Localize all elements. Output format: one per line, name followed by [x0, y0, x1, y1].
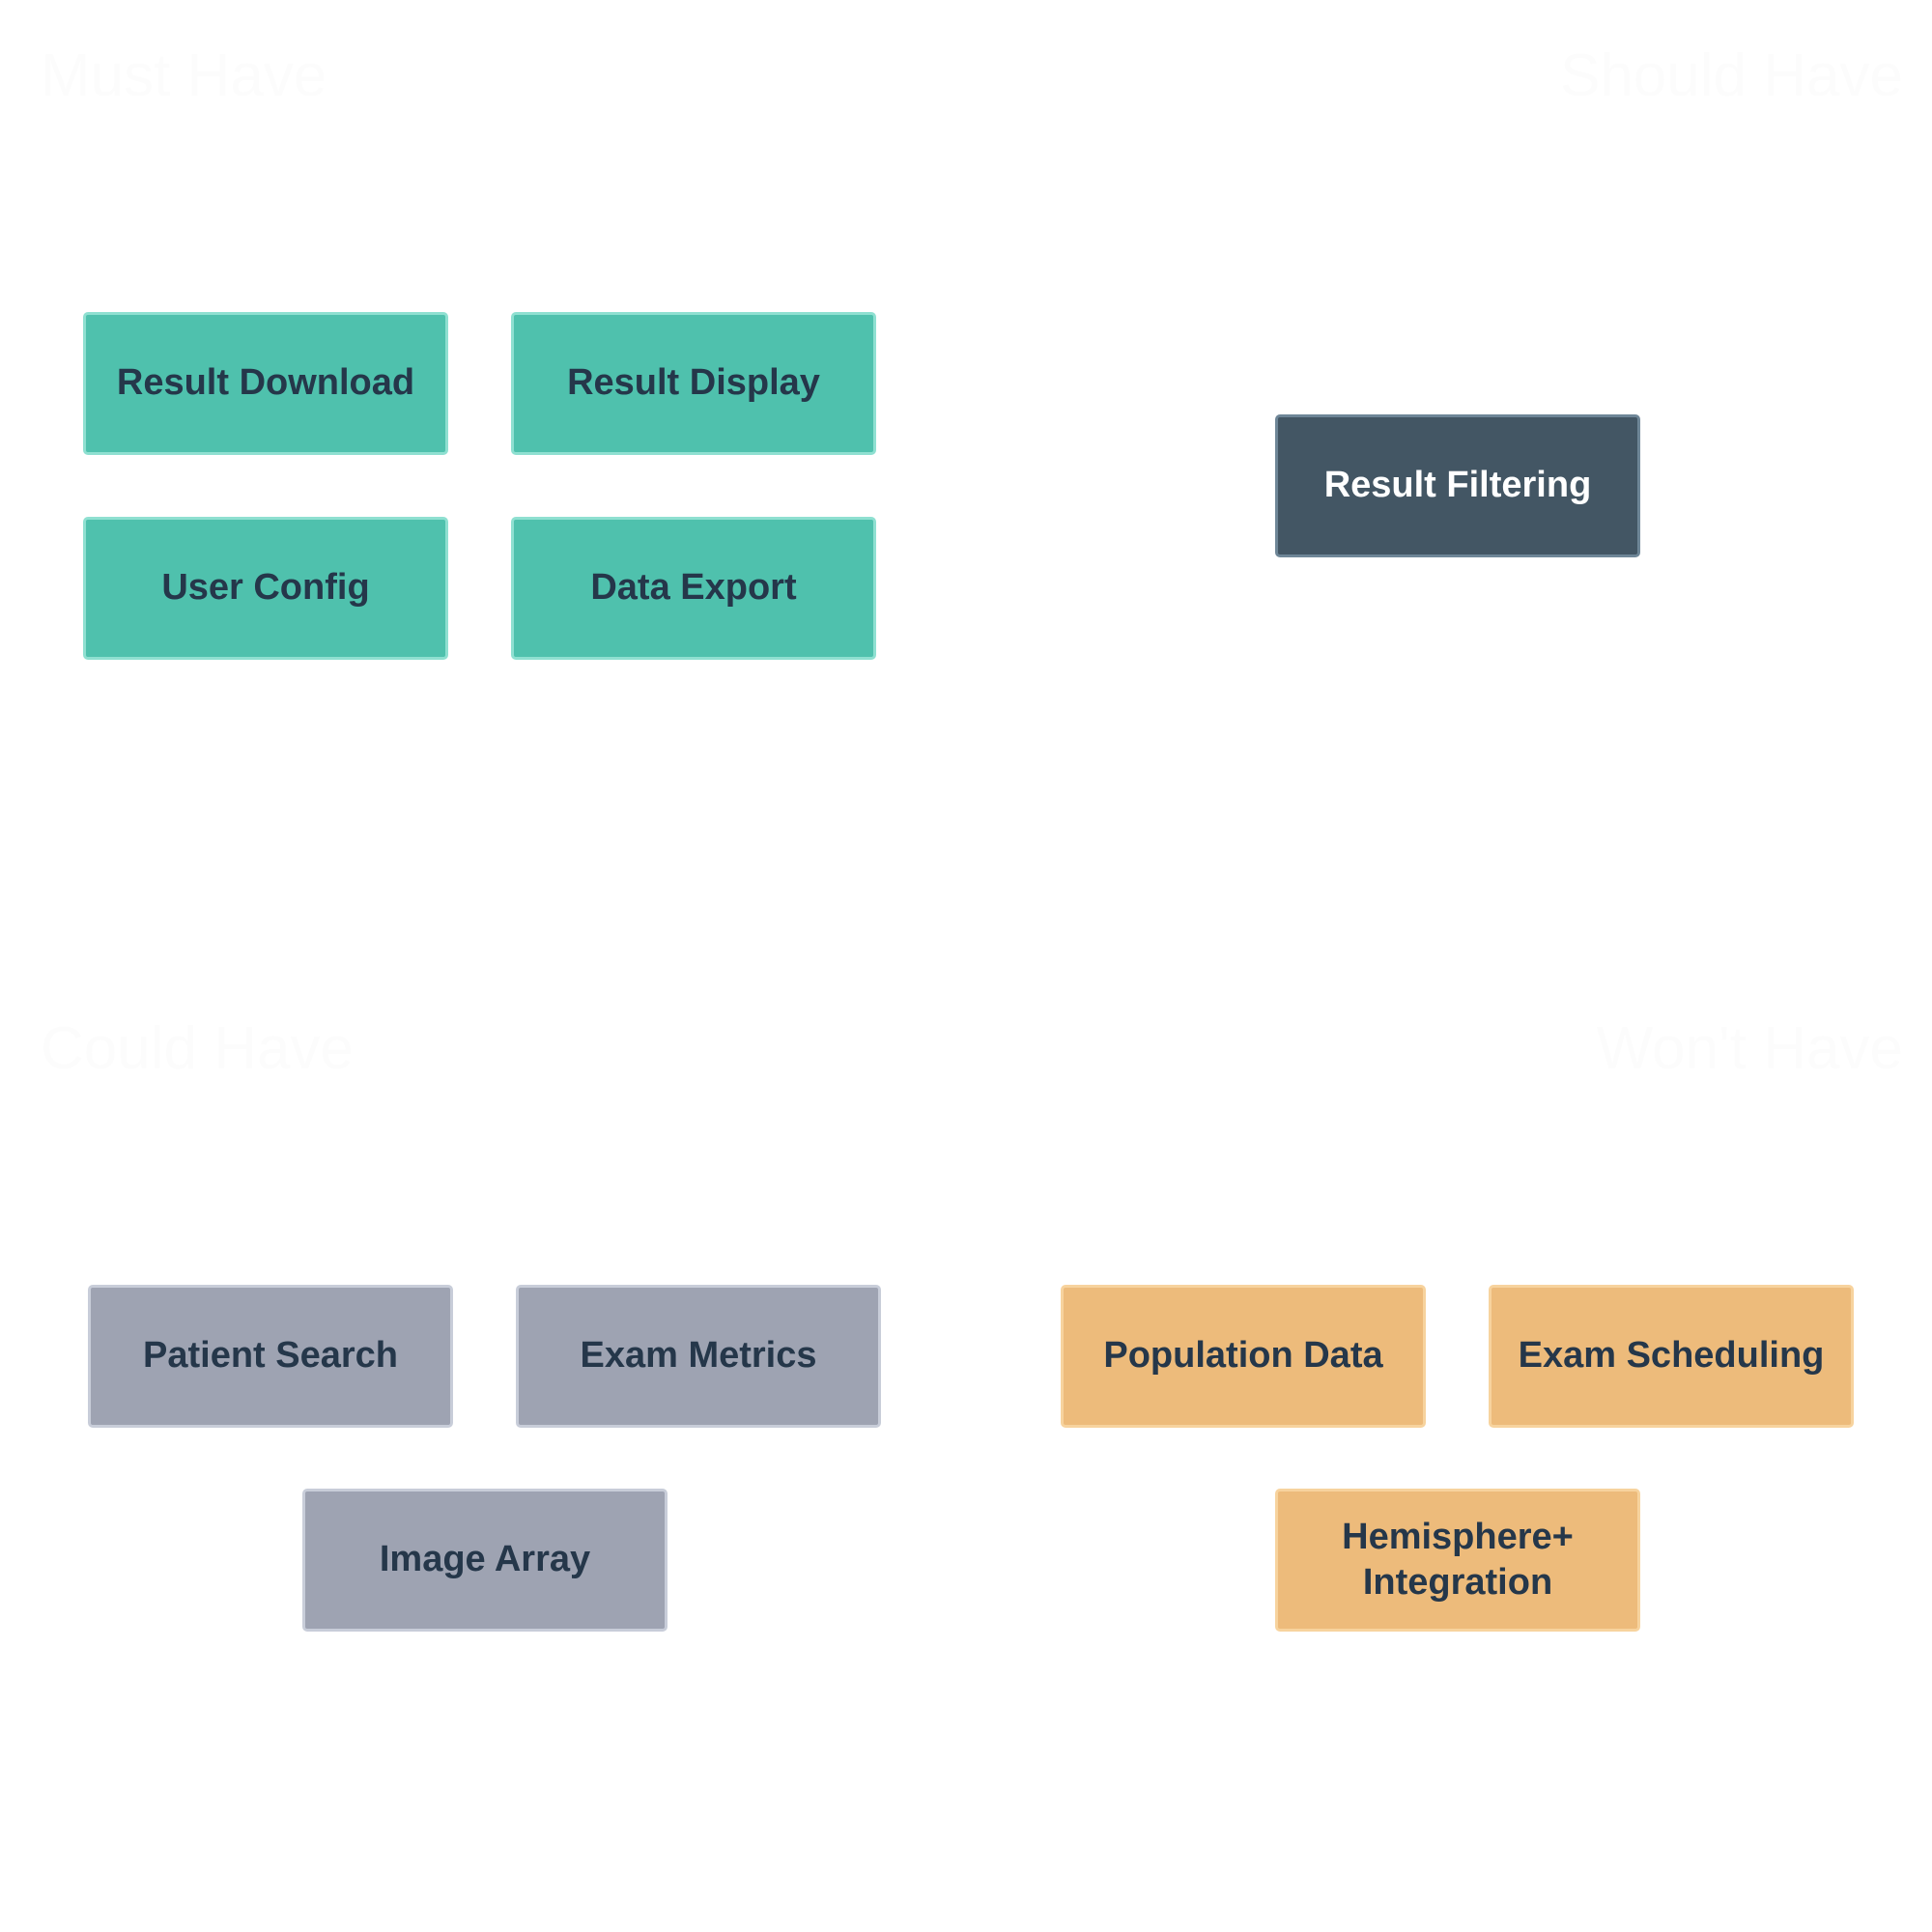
card-label: Data Export: [590, 567, 797, 609]
must-have-heading: Must Have: [41, 43, 327, 109]
card-label: Population Data: [1103, 1335, 1383, 1377]
card-label: User Config: [161, 567, 370, 609]
card-label: Exam Metrics: [580, 1335, 817, 1377]
card-label: Result Filtering: [1323, 465, 1592, 506]
card-population-data[interactable]: Population Data: [1061, 1285, 1426, 1428]
card-label: Patient Search: [143, 1335, 398, 1377]
wont-have-heading: Won't Have: [1596, 1015, 1903, 1082]
card-label: Result Download: [116, 362, 415, 404]
card-label: Result Display: [567, 362, 820, 404]
card-patient-search[interactable]: Patient Search: [88, 1285, 453, 1428]
card-image-array[interactable]: Image Array: [302, 1489, 668, 1632]
card-hemisphere-integration[interactable]: Hemisphere+ Integration: [1275, 1489, 1640, 1632]
card-label: Hemisphere+ Integration: [1342, 1516, 1574, 1604]
card-user-config[interactable]: User Config: [83, 517, 448, 660]
card-exam-metrics[interactable]: Exam Metrics: [516, 1285, 881, 1428]
card-label: Exam Scheduling: [1518, 1335, 1825, 1377]
card-result-display[interactable]: Result Display: [511, 312, 876, 455]
card-exam-scheduling[interactable]: Exam Scheduling: [1489, 1285, 1854, 1428]
should-have-heading: Should Have: [1559, 43, 1903, 109]
card-data-export[interactable]: Data Export: [511, 517, 876, 660]
card-label: Image Array: [379, 1539, 591, 1580]
could-have-heading: Could Have: [41, 1015, 354, 1082]
card-result-download[interactable]: Result Download: [83, 312, 448, 455]
card-result-filtering[interactable]: Result Filtering: [1275, 414, 1640, 557]
